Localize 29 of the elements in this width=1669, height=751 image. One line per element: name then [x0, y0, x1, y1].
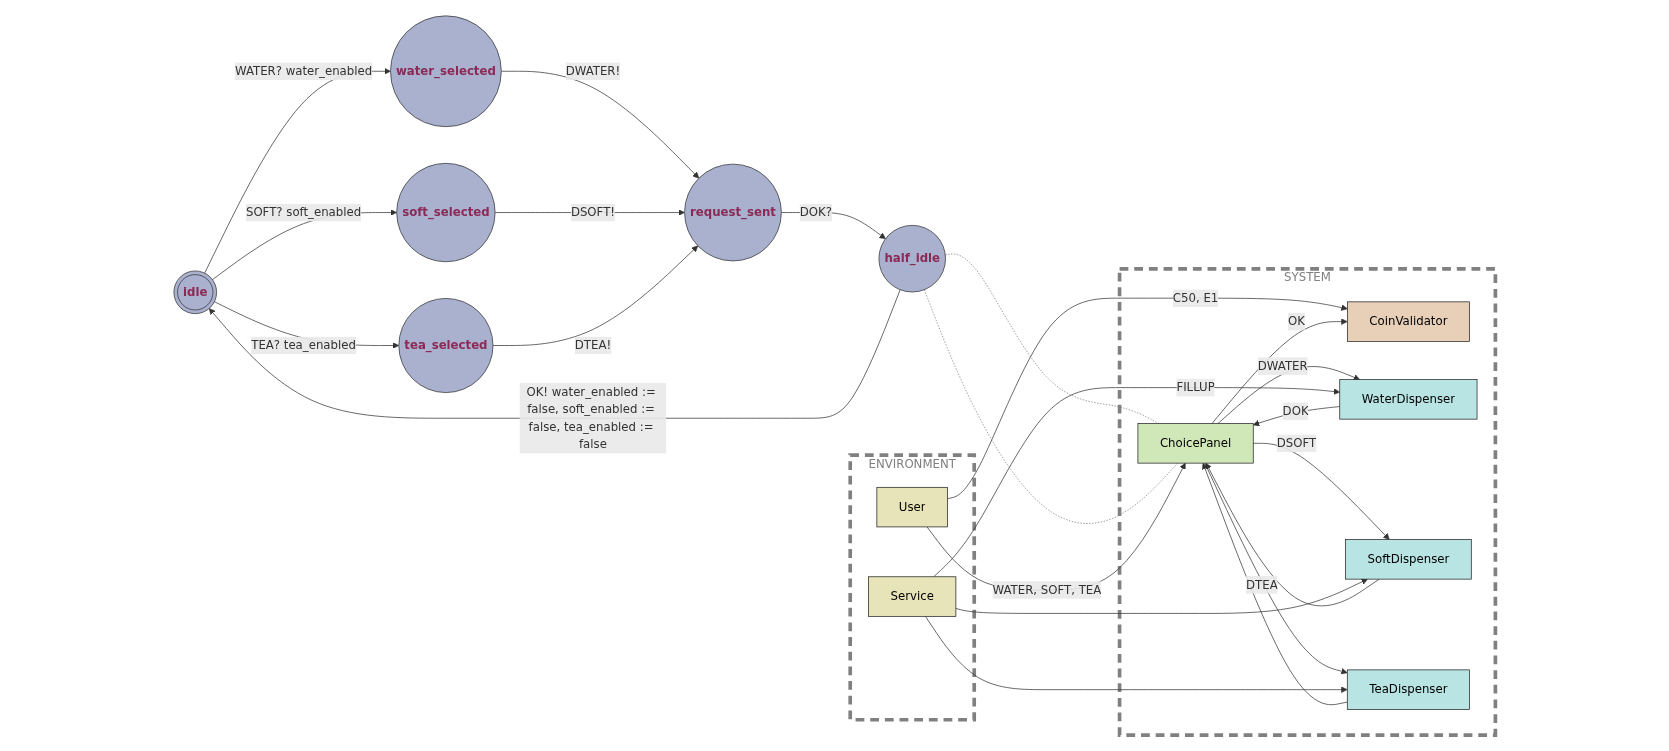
edge-label: DWATER! [565, 63, 621, 78]
edge-label: DOK? [799, 205, 832, 220]
node-box: TeaDispenser [1346, 669, 1470, 710]
edge-label: DOK [1282, 404, 1309, 418]
edge-label: DSOFT [1276, 436, 1317, 450]
connector [923, 289, 1178, 524]
edge-label: WATER? water_enabled [234, 63, 373, 78]
edge-label: DTEA [1245, 577, 1278, 592]
node-box: SoftDispenser [1345, 539, 1472, 580]
node-box: User [876, 486, 948, 528]
node-circle: soft_selected [396, 162, 496, 263]
edge-label: TEA? tea_enabled [251, 338, 356, 353]
node-circle: half_idle [878, 225, 946, 293]
edge-label: C50, E1 [1172, 290, 1219, 305]
edge-label: DSOFT! [570, 205, 615, 220]
edge-label: DWATER [1257, 358, 1308, 373]
node-box: ChoicePanel [1137, 423, 1254, 464]
node-box: CoinValidator [1346, 301, 1470, 342]
edge-label: OK [1287, 314, 1305, 329]
node-circle: request_sent [684, 163, 782, 262]
node-box: Service [868, 576, 957, 617]
node-circle: tea_selected [398, 298, 494, 393]
edge-label: OK! water_enabled := false, soft_enabled := false, tea_enabled := false [526, 384, 656, 452]
edge-label: DTEA! [574, 338, 611, 353]
edge-label: SOFT? soft_enabled [245, 205, 362, 220]
edge-label: FILLUP [1176, 380, 1215, 395]
node-circle: water_selected [390, 15, 502, 128]
edge-label: WATER, SOFT, TEA [992, 582, 1102, 597]
node-box: WaterDispenser [1339, 379, 1478, 420]
